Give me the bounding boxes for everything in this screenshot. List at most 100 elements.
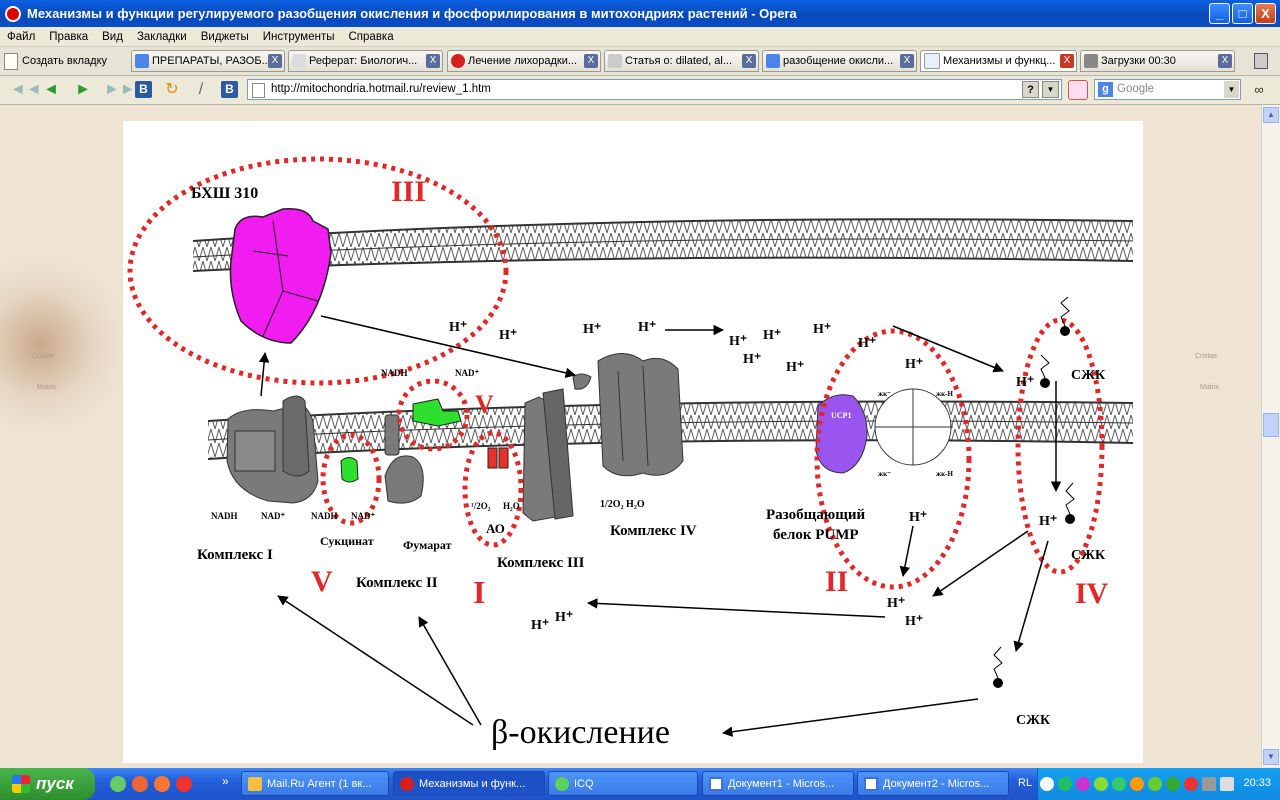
menu-widgets[interactable]: Виджеты [200,30,249,43]
scroll-thumb[interactable] [1263,413,1279,437]
new-tab-icon [4,52,18,70]
label-fumarate: Фумарат [403,538,452,552]
start-button[interactable]: пуск [0,768,95,800]
tab-close-icon[interactable]: X [584,54,598,68]
chevron-down-icon[interactable]: ▼ [1224,81,1239,98]
roman-I: I [473,574,485,610]
task-mailru-agent[interactable]: Mail.Ru Агент (1 вк... [241,771,389,796]
chevron-down-icon[interactable]: ▼ [1042,81,1059,98]
tray-display-icon[interactable] [1202,777,1216,791]
label-complex-II: Комплекс II [356,575,438,591]
tray-network-icon[interactable] [1058,777,1072,791]
menu-bar: Файл Правка Вид Закладки Виджеты Инструм… [0,27,1280,47]
rewind-icon[interactable]: ◄◄ [10,81,42,98]
scroll-down-icon[interactable]: ▼ [1263,749,1279,765]
tab-referat[interactable]: Реферат: Биологич... X [288,50,443,72]
tab-close-icon[interactable]: X [426,54,440,68]
task-document2[interactable]: Документ2 - Micros... [857,771,1009,796]
label-h: H⁺ [531,618,549,633]
google-favicon-icon [766,54,780,68]
opera-quicklaunch-icon[interactable] [176,776,192,792]
tray-alert-icon[interactable] [1184,777,1198,791]
help-button[interactable]: ? [1022,81,1039,98]
task-opera[interactable]: Механизмы и функ... [393,771,545,796]
mail-quicklaunch-icon[interactable] [154,776,170,792]
tray-shield-icon[interactable] [1112,777,1126,791]
menu-edit[interactable]: Правка [49,30,89,43]
vk-icon[interactable]: В [135,81,152,98]
tab-close-icon[interactable]: X [268,54,282,68]
close-button[interactable]: X [1255,3,1276,24]
glasses-icon[interactable]: ∞ [1254,82,1264,97]
side-caption: Matrix [37,384,57,391]
tray-volume-icon[interactable] [1220,777,1234,791]
notes-icon[interactable] [1068,80,1088,100]
language-indicator[interactable]: RL [1018,777,1033,789]
tab-close-icon[interactable]: X [742,54,756,68]
new-tab-button[interactable]: Создать вкладку [4,50,107,72]
tab-close-icon[interactable]: X [1218,54,1232,68]
label-zhk: жк⁻ [878,390,891,398]
app-quicklaunch-icon[interactable] [132,776,148,792]
opera-icon [400,776,414,791]
address-toolbar: ◄◄ ◄ ► ►► В ↻ / В http://mitochondria.ho… [0,76,1280,105]
page-favicon-icon [924,53,940,69]
menu-file[interactable]: Файл [7,30,36,43]
search-field[interactable]: g Google ▼ [1094,79,1241,100]
tab-close-icon[interactable]: X [900,54,914,68]
clock[interactable]: 20:33 [1243,777,1271,789]
forward-arrow-icon[interactable]: ► [75,81,91,98]
address-field[interactable]: http://mitochondria.hotmail.ru/review_1.… [247,79,1062,100]
fast-forward-icon[interactable]: ►► [104,81,136,98]
envelope-icon [248,776,262,791]
label-zhkh: жк-H [936,390,953,398]
tray-status-icon[interactable] [1166,777,1180,791]
label-nad-plus: NAD⁺ [261,511,285,521]
label-succinate: Сукцинат [320,534,374,548]
highlight-circles [127,156,1105,590]
tab-statya[interactable]: Статья о: dilated, al... X [604,50,759,72]
quicklaunch-expand-icon[interactable]: » [222,774,229,788]
minimize-button[interactable]: _ [1209,3,1230,24]
tab-razobshchenie[interactable]: разобщение окисли... X [762,50,917,72]
tab-zagruzki[interactable]: Загрузки 00:30 X [1080,50,1235,72]
task-label: Механизмы и функ... [419,777,526,790]
tab-preparaty[interactable]: ПРЕПАРАТЫ, РАЗОБ... X [131,50,285,72]
tab-close-icon[interactable]: X [1060,54,1074,68]
tray-arrow-icon[interactable] [1040,777,1054,791]
tray-mail-icon[interactable] [1130,777,1144,791]
edit-pencil-icon[interactable]: / [198,81,204,98]
new-tab-label: Создать вкладку [22,55,108,67]
scroll-up-icon[interactable]: ▲ [1263,107,1279,123]
task-icq[interactable]: ICQ [548,771,698,796]
window-title: Механизмы и функции регулируемого разобщ… [27,6,797,21]
icq-quicklaunch-icon[interactable] [110,776,126,792]
label-fa-3: СЖК [1016,713,1051,728]
menu-tools[interactable]: Инструменты [262,30,335,43]
label-nad-plus-2: NAD⁺ [351,511,375,521]
label-pump-1: Разобщающий [766,507,866,523]
reload-icon[interactable]: ↻ [165,81,179,98]
tab-lechenie[interactable]: Лечение лихорадки... X [447,50,601,72]
tab-label: Статья о: dilated, al... [625,55,733,67]
roman-V: V [475,390,494,419]
maximize-button[interactable]: □ [1232,3,1253,24]
back-arrow-icon[interactable]: ◄ [43,81,59,98]
task-document1[interactable]: Документ1 - Micros... [702,771,854,796]
task-label: ICQ [574,777,594,790]
trash-icon[interactable] [1254,53,1268,69]
menu-help[interactable]: Справка [348,30,394,43]
tray-agent-icon[interactable] [1148,777,1162,791]
tray-icq-icon[interactable] [1094,777,1108,791]
page-icon [252,83,265,98]
tab-mekhanizmy[interactable]: Механизмы и функц... X [920,50,1077,72]
succinate-dehydrogenase [340,457,359,483]
vk-icon[interactable]: В [221,81,238,98]
vertical-scrollbar[interactable]: ▲ ▼ [1261,105,1280,767]
label-zhk-2: жк⁻ [878,470,891,478]
menu-view[interactable]: Вид [102,30,123,43]
label-h: H⁺ [555,610,573,625]
page-favicon-icon [608,54,622,68]
tray-app-icon[interactable] [1076,777,1090,791]
menu-bookmarks[interactable]: Закладки [136,30,187,43]
